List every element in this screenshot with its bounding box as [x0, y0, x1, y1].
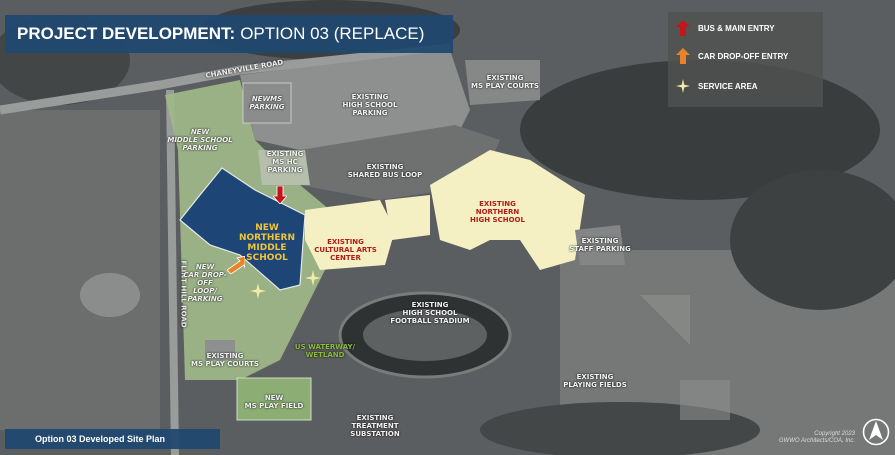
label-new-car-dropoff-loop: NEW CAR DROP-OFF LOOP/ PARKING	[183, 263, 227, 303]
baseball-diamond-1	[640, 295, 690, 345]
label-existing-northern-high-school: EXISTING NORTHERN HIGH SCHOOL	[470, 200, 525, 224]
label-us-waterway-wetland: US WATERWAY/ WETLAND	[294, 343, 356, 359]
newms-parking-lot	[242, 82, 292, 124]
label-existing-treatment-substation: EXISTING TREATMENT SUBSTATION	[350, 414, 400, 438]
page-title-bold: PROJECT DEVELOPMENT:	[17, 24, 236, 43]
plan-caption: Option 03 Developed Site Plan	[5, 429, 220, 449]
label-existing-playing-fields: EXISTING PLAYING FIELDS	[563, 373, 627, 389]
arrow-up-icon	[676, 20, 690, 36]
label-existing-staff-parking: EXISTING STAFF PARKING	[569, 237, 631, 253]
chaneyville-road	[0, 43, 451, 115]
copyright-note: Copyright 2023 GWWO Architects/COA, Inc.	[778, 431, 855, 444]
label-existing-hs-football-stadium: EXISTING HIGH SCHOOL FOOTBALL STADIUM	[390, 301, 470, 325]
label-existing-shared-bus-loop: EXISTING SHARED BUS LOOP	[347, 163, 423, 179]
legend-label: BUS & MAIN ENTRY	[698, 23, 775, 33]
west-field-oval	[80, 273, 140, 317]
bus-entry-arrow-icon	[273, 186, 287, 204]
new-ms-hc-parking	[258, 150, 310, 185]
football-field	[363, 309, 487, 361]
star-icon	[676, 79, 690, 93]
label-new-ms-parking: NEW MIDDLE SCHOOL PARKING	[167, 128, 233, 152]
label-new-northern-middle-school: NEW NORTHERN MIDDLE SCHOOL	[239, 223, 295, 263]
staff-parking-lot	[575, 225, 625, 265]
legend-label: SERVICE AREA	[698, 81, 758, 91]
ms-play-courts-top	[465, 60, 540, 105]
label-existing-ms-hc-parking: EXISTING MS HC PARKING	[266, 150, 304, 174]
new-ms-play-field	[236, 377, 312, 421]
legend-label: CAR DROP-OFF ENTRY	[698, 51, 789, 61]
north-arrow-icon	[862, 418, 890, 446]
hs-parking-lot	[240, 50, 470, 150]
label-existing-hs-parking: EXISTING HIGH SCHOOL PARKING	[342, 93, 398, 117]
page-title-option: OPTION 03 (REPLACE)	[240, 24, 425, 43]
map-legend: BUS & MAIN ENTRY CAR DROP-OFF ENTRY SERV…	[668, 12, 823, 107]
legend-item-bus-entry: BUS & MAIN ENTRY	[676, 20, 775, 36]
label-existing-ms-play-courts-top: EXISTING MS PLAY COURTS	[471, 74, 539, 90]
label-existing-ms-play-courts: EXISTING MS PLAY COURTS	[191, 352, 259, 368]
flint-hill-road	[166, 89, 179, 455]
tree-mass-east	[730, 170, 895, 310]
label-new-ms-play-field: NEW MS PLAY FIELD	[244, 394, 304, 410]
existing-ms-play-courts-lot	[205, 340, 235, 360]
service-star-icon	[305, 270, 321, 286]
existing-northern-hs-building	[430, 150, 585, 270]
arrow-up-icon	[676, 48, 690, 64]
label-newms-parking: NEWMS PARKING	[249, 95, 285, 111]
car-dropoff-arrow-icon	[227, 256, 245, 274]
service-star-icon	[250, 283, 266, 299]
legend-item-car-dropoff: CAR DROP-OFF ENTRY	[676, 48, 788, 64]
page-title: PROJECT DEVELOPMENT: OPTION 03 (REPLACE)	[5, 15, 453, 53]
legend-item-service-area: SERVICE AREA	[676, 78, 758, 94]
open-field-west	[0, 110, 160, 430]
cultural-arts-building	[305, 200, 395, 270]
baseball-diamond-2	[680, 380, 730, 420]
plan-caption-text: Option 03 Developed Site Plan	[35, 434, 166, 444]
existing-hs-building-west	[385, 195, 430, 240]
label-existing-cultural-arts-center: EXISTING CULTURAL ARTS CENTER	[314, 238, 377, 262]
